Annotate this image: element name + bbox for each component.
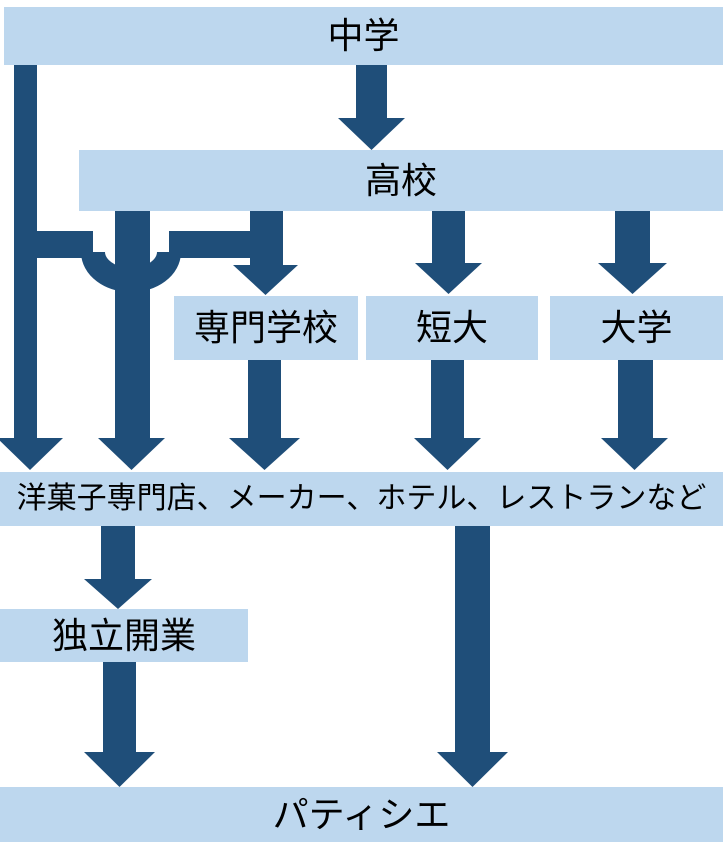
node-senmongakko: 専門学校 [174, 296, 358, 360]
branch-left-segment [20, 231, 93, 258]
arrow-senmon-to-employ [229, 355, 300, 470]
node-daigaku: 大学 [550, 296, 723, 360]
arrow-daigaku-to-employ [601, 355, 668, 470]
node-dokuritsu-kaigyo-label: 独立開業 [51, 614, 196, 656]
arrow-chugaku-to-employ [0, 60, 63, 470]
node-employment-label: 洋菓子専門店、メーカー、ホテル、レストランなど [16, 482, 707, 515]
arrow-employ-to-dokuritsu [84, 520, 152, 609]
arrow-dokuritsu-to-patissier [84, 656, 155, 787]
node-tandai: 短大 [366, 296, 538, 360]
node-tandai-label: 短大 [415, 307, 488, 348]
node-patissier-label: パティシエ [272, 793, 451, 835]
arrow-koko-to-employ [98, 205, 165, 470]
node-employment: 洋菓子専門店、メーカー、ホテル、レストランなど [0, 472, 723, 526]
node-koko-label: 高校 [364, 159, 437, 201]
node-dokuritsu-kaigyo: 独立開業 [0, 609, 248, 662]
node-koko: 高校 [79, 150, 723, 211]
arrow-koko-to-daigaku [598, 205, 667, 294]
node-senmongakko-label: 専門学校 [193, 307, 338, 348]
arrow-tandai-to-employ [414, 355, 481, 470]
branch-right-segment [169, 231, 266, 258]
node-daigaku-label: 大学 [600, 307, 673, 348]
node-chugaku-label: 中学 [327, 15, 400, 56]
arrow-chugaku-to-koko [338, 60, 405, 150]
arrow-koko-to-senmon [233, 205, 298, 295]
arrow-employ-to-patissier [437, 520, 508, 787]
arrow-koko-to-tandai [415, 205, 482, 294]
node-patissier: パティシエ [0, 787, 723, 842]
node-chugaku: 中学 [4, 7, 723, 65]
